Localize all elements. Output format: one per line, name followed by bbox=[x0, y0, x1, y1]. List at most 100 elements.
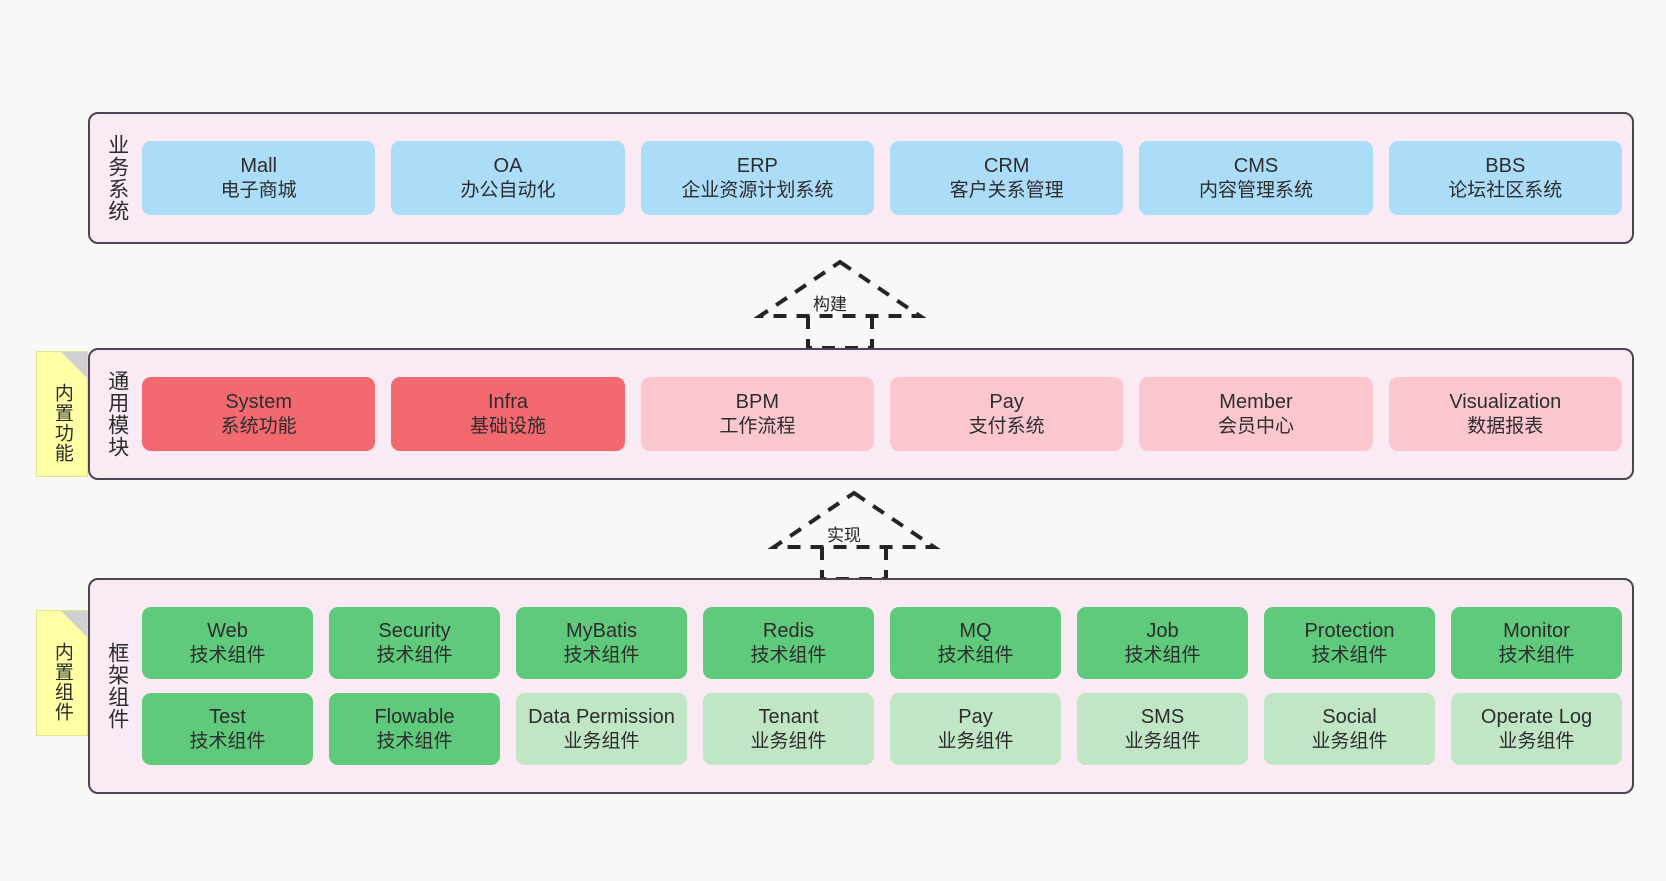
card-mall[interactable]: Mall 电子商城 bbox=[142, 141, 376, 215]
layer-title-business-systems: 业务系统 bbox=[105, 134, 129, 222]
card-title: MyBatis bbox=[565, 620, 638, 643]
connector-build-label: 构建 bbox=[813, 295, 847, 314]
card-row: System 系统功能 Infra 基础设施 BPM 工作流程 Pay 支付系统… bbox=[142, 377, 1622, 451]
card-social[interactable]: Social 业务组件 bbox=[1264, 693, 1435, 765]
sticky-note-builtin-component[interactable]: 内置组件 bbox=[36, 610, 88, 736]
card-subtitle: 业务组件 bbox=[937, 730, 1014, 752]
card-title: Job bbox=[1146, 620, 1179, 643]
sticky-note-label: 内置功能 bbox=[51, 383, 73, 463]
card-title: Visualization bbox=[1449, 391, 1562, 414]
card-subtitle: 技术组件 bbox=[189, 644, 266, 666]
layer-title-common-modules: 通用模块 bbox=[105, 370, 129, 458]
card-title: Mall bbox=[240, 155, 277, 178]
card-subtitle: 技术组件 bbox=[937, 644, 1014, 666]
card-title: Monitor bbox=[1503, 620, 1570, 643]
card-visualization[interactable]: Visualization 数据报表 bbox=[1388, 377, 1622, 451]
card-subtitle: 业务组件 bbox=[1124, 730, 1201, 752]
card-job[interactable]: Job 技术组件 bbox=[1077, 607, 1248, 679]
card-redis[interactable]: Redis 技术组件 bbox=[703, 607, 874, 679]
card-subtitle: 会员中心 bbox=[1217, 415, 1294, 437]
sticky-note-builtin-feature[interactable]: 内置功能 bbox=[36, 351, 88, 477]
card-subtitle: 技术组件 bbox=[1498, 644, 1575, 666]
card-subtitle: 客户关系管理 bbox=[949, 179, 1064, 201]
card-subtitle: 技术组件 bbox=[1124, 644, 1201, 666]
card-subtitle: 企业资源计划系统 bbox=[681, 179, 834, 201]
connector-implement-label: 实现 bbox=[827, 526, 861, 545]
card-title: Redis bbox=[762, 620, 815, 643]
card-subtitle: 数据报表 bbox=[1467, 415, 1544, 437]
card-erp[interactable]: ERP 企业资源计划系统 bbox=[640, 141, 874, 215]
card-crm[interactable]: CRM 客户关系管理 bbox=[889, 141, 1124, 215]
card-row: Web 技术组件 Security 技术组件 MyBatis 技术组件 Redi… bbox=[142, 607, 1622, 679]
card-subtitle: 系统功能 bbox=[220, 415, 297, 437]
card-title: System bbox=[225, 391, 292, 414]
card-title: CRM bbox=[983, 155, 1030, 178]
card-mq[interactable]: MQ 技术组件 bbox=[890, 607, 1061, 679]
card-mybatis[interactable]: MyBatis 技术组件 bbox=[516, 607, 687, 679]
card-subtitle: 技术组件 bbox=[376, 730, 453, 752]
card-subtitle: 技术组件 bbox=[376, 644, 453, 666]
card-title: Test bbox=[209, 706, 246, 729]
card-title: MQ bbox=[959, 620, 992, 643]
card-title: SMS bbox=[1140, 706, 1185, 729]
card-title: Operate Log bbox=[1480, 706, 1593, 729]
card-title: Pay bbox=[989, 391, 1024, 414]
card-subtitle: 业务组件 bbox=[750, 730, 827, 752]
card-flowable[interactable]: Flowable 技术组件 bbox=[329, 693, 500, 765]
card-test[interactable]: Test 技术组件 bbox=[142, 693, 313, 765]
card-subtitle: 技术组件 bbox=[1311, 644, 1388, 666]
layer-framework-components: 框架组件 Web 技术组件 Security 技术组件 MyBatis 技术组件… bbox=[88, 578, 1634, 794]
layer-body-framework-components: Web 技术组件 Security 技术组件 MyBatis 技术组件 Redi… bbox=[134, 588, 1622, 784]
card-subtitle: 电子商城 bbox=[220, 179, 297, 201]
card-title: BBS bbox=[1485, 155, 1526, 178]
card-pay[interactable]: Pay 支付系统 bbox=[889, 377, 1124, 451]
card-data-permission[interactable]: Data Permission 业务组件 bbox=[516, 693, 687, 765]
card-tenant[interactable]: Tenant 业务组件 bbox=[703, 693, 874, 765]
card-subtitle: 业务组件 bbox=[1311, 730, 1388, 752]
card-title: Security bbox=[378, 620, 451, 643]
layer-common-modules: 通用模块 System 系统功能 Infra 基础设施 BPM 工作流程 Pay… bbox=[88, 348, 1634, 480]
card-bbs[interactable]: BBS 论坛社区系统 bbox=[1388, 141, 1622, 215]
card-title: Social bbox=[1322, 706, 1377, 729]
layer-business-systems: 业务系统 Mall 电子商城 OA 办公自动化 ERP 企业资源计划系统 CRM… bbox=[88, 112, 1634, 244]
card-title: CMS bbox=[1233, 155, 1279, 178]
card-sms[interactable]: SMS 业务组件 bbox=[1077, 693, 1248, 765]
card-row: Test 技术组件 Flowable 技术组件 Data Permission … bbox=[142, 693, 1622, 765]
card-oa[interactable]: OA 办公自动化 bbox=[391, 141, 625, 215]
card-monitor[interactable]: Monitor 技术组件 bbox=[1451, 607, 1622, 679]
card-subtitle: 办公自动化 bbox=[460, 179, 556, 201]
layer-body-common-modules: System 系统功能 Infra 基础设施 BPM 工作流程 Pay 支付系统… bbox=[134, 358, 1622, 470]
layer-body-business-systems: Mall 电子商城 OA 办公自动化 ERP 企业资源计划系统 CRM 客户关系… bbox=[134, 122, 1622, 234]
card-title: Protection bbox=[1304, 620, 1395, 643]
card-subtitle: 技术组件 bbox=[189, 730, 266, 752]
card-subtitle: 技术组件 bbox=[750, 644, 827, 666]
card-subtitle: 支付系统 bbox=[968, 415, 1045, 437]
card-title: Infra bbox=[487, 391, 528, 414]
card-subtitle: 内容管理系统 bbox=[1198, 179, 1313, 201]
card-title: Member bbox=[1219, 391, 1293, 414]
card-web[interactable]: Web 技术组件 bbox=[142, 607, 313, 679]
layer-title-framework-components: 框架组件 bbox=[105, 642, 129, 730]
card-system[interactable]: System 系统功能 bbox=[142, 377, 376, 451]
card-pay-biz[interactable]: Pay 业务组件 bbox=[890, 693, 1061, 765]
card-subtitle: 业务组件 bbox=[1498, 730, 1575, 752]
card-subtitle: 技术组件 bbox=[563, 644, 640, 666]
card-protection[interactable]: Protection 技术组件 bbox=[1264, 607, 1435, 679]
card-title: OA bbox=[493, 155, 523, 178]
card-title: Data Permission bbox=[528, 706, 675, 729]
sticky-note-label: 内置组件 bbox=[51, 642, 73, 722]
card-title: Flowable bbox=[374, 706, 455, 729]
card-subtitle: 基础设施 bbox=[469, 415, 546, 437]
card-row: Mall 电子商城 OA 办公自动化 ERP 企业资源计划系统 CRM 客户关系… bbox=[142, 141, 1622, 215]
card-infra[interactable]: Infra 基础设施 bbox=[391, 377, 625, 451]
card-security[interactable]: Security 技术组件 bbox=[329, 607, 500, 679]
card-bpm[interactable]: BPM 工作流程 bbox=[640, 377, 874, 451]
page-fold-icon bbox=[61, 352, 87, 378]
card-member[interactable]: Member 会员中心 bbox=[1139, 377, 1373, 451]
card-operate-log[interactable]: Operate Log 业务组件 bbox=[1451, 693, 1622, 765]
page-fold-icon bbox=[61, 611, 87, 637]
card-subtitle: 论坛社区系统 bbox=[1448, 179, 1563, 201]
card-title: ERP bbox=[736, 155, 778, 178]
card-cms[interactable]: CMS 内容管理系统 bbox=[1139, 141, 1373, 215]
